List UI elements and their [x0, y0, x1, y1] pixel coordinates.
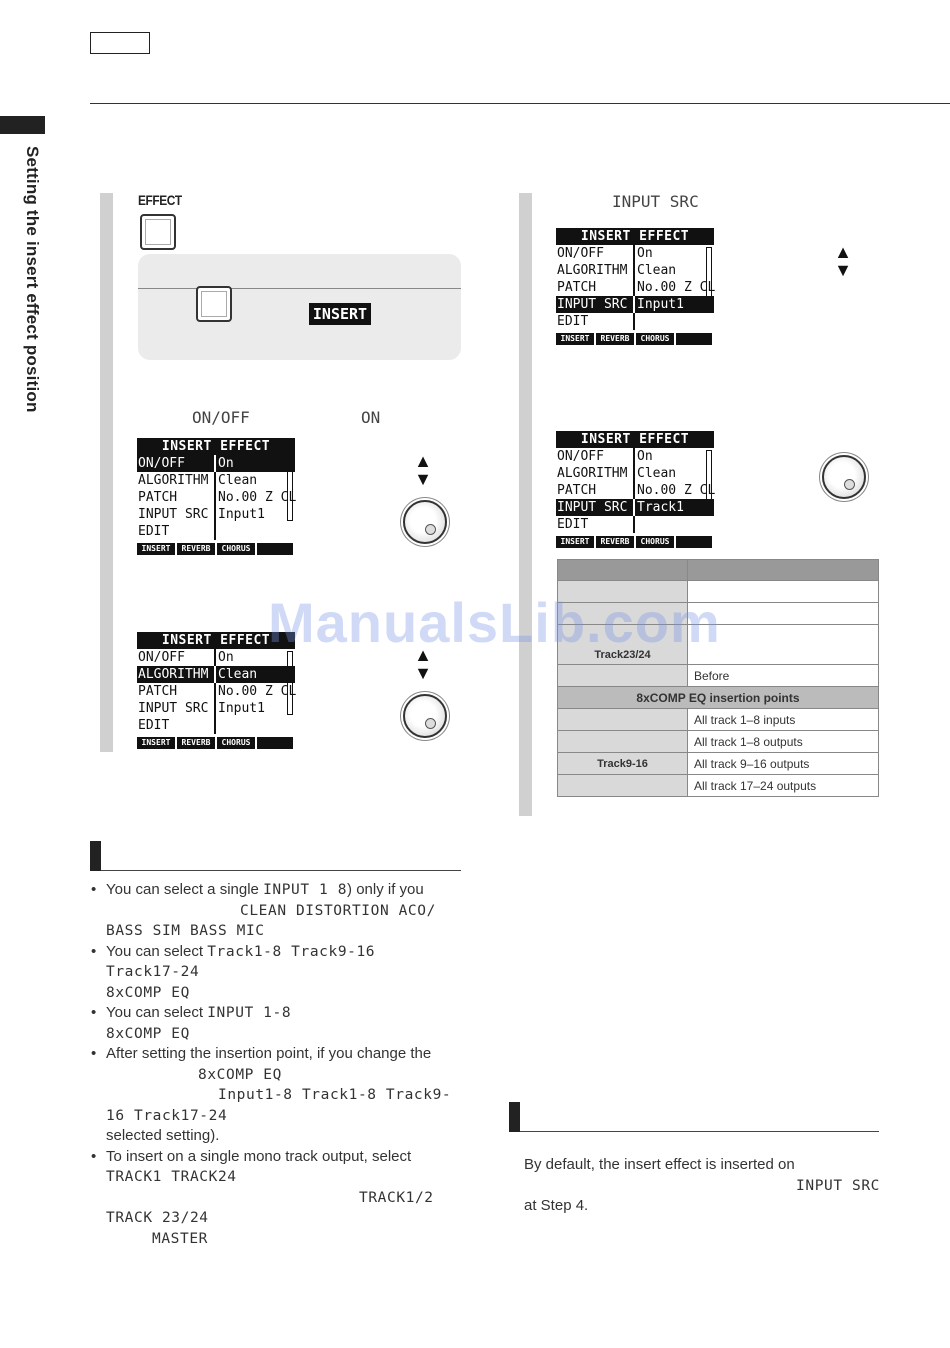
dial-icon[interactable] — [403, 500, 447, 544]
table-row: All track 1–8 outputs — [557, 730, 879, 753]
watermark: ManualsLib.com — [268, 591, 721, 654]
table-row: All track 17–24 outputs — [557, 774, 879, 797]
dial-icon[interactable] — [822, 455, 866, 499]
list-item: You can select a single INPUT 1 8) only … — [90, 880, 462, 942]
lcd-scrollbar — [287, 457, 293, 521]
lcd-scrollbar — [287, 651, 293, 715]
section-head-notes — [90, 841, 461, 871]
effect-key[interactable] — [140, 214, 176, 250]
table-row — [557, 602, 879, 625]
table-row — [557, 580, 879, 603]
step-bar-right — [519, 193, 532, 816]
table-row: All track 1–8 inputs — [557, 708, 879, 731]
list-item: To insert on a single mono track output,… — [90, 1147, 462, 1250]
lcd-row: EDIT — [137, 523, 295, 540]
table-header — [557, 559, 879, 581]
note-box — [138, 254, 461, 360]
list-item: You can select INPUT 1-8 8xCOMP EQ — [90, 1003, 462, 1044]
lcd-title: INSERT EFFECT — [556, 431, 714, 448]
param-input-src: INPUT SRC — [612, 192, 699, 211]
list-item: After setting the insertion point, if yo… — [90, 1044, 462, 1147]
cursor-up-down-icon: ▲▼ — [414, 451, 432, 489]
note-rule — [138, 288, 461, 289]
table-row: Before — [557, 664, 879, 687]
insert-key[interactable] — [196, 286, 232, 322]
param-onoff: ON/OFF — [192, 408, 250, 427]
notes-list: You can select a single INPUT 1 8) only … — [90, 880, 462, 1249]
section-head-default — [509, 1102, 879, 1132]
lcd-row: EDIT — [556, 516, 714, 533]
cursor-up-down-icon: ▲▼ — [834, 242, 852, 280]
lcd-scrollbar — [706, 450, 712, 514]
lcd-row: EDIT — [556, 313, 714, 330]
step-bar-left — [100, 193, 113, 752]
effect-key-label: EFFECT — [138, 192, 182, 208]
insert-badge: INSERT — [309, 303, 371, 325]
cursor-up-down-icon: ▲▼ — [414, 645, 432, 683]
list-item: You can select Track1-8 Track9-16 Track1… — [90, 942, 462, 1004]
param-on: ON — [361, 408, 381, 427]
lcd-title: INSERT EFFECT — [556, 228, 714, 245]
default-description: By default, the insert effect is inserte… — [524, 1156, 880, 1214]
table-section-row: 8xCOMP EQ insertion points — [557, 686, 879, 709]
page-number-box — [90, 32, 150, 54]
side-title: Setting the insert effect position — [23, 146, 42, 413]
dial-icon[interactable] — [403, 694, 447, 738]
lcd-row: EDIT — [137, 717, 295, 734]
lcd-title: INSERT EFFECT — [137, 632, 295, 649]
table-row: Track23/24 — [557, 624, 879, 665]
lcd-scrollbar — [706, 247, 712, 311]
header-rule — [90, 103, 950, 104]
insert-point-table: Track23/24 Before 8xCOMP EQ insertion po… — [557, 559, 879, 797]
chapter-tab — [0, 116, 45, 134]
lcd-title: INSERT EFFECT — [137, 438, 295, 455]
